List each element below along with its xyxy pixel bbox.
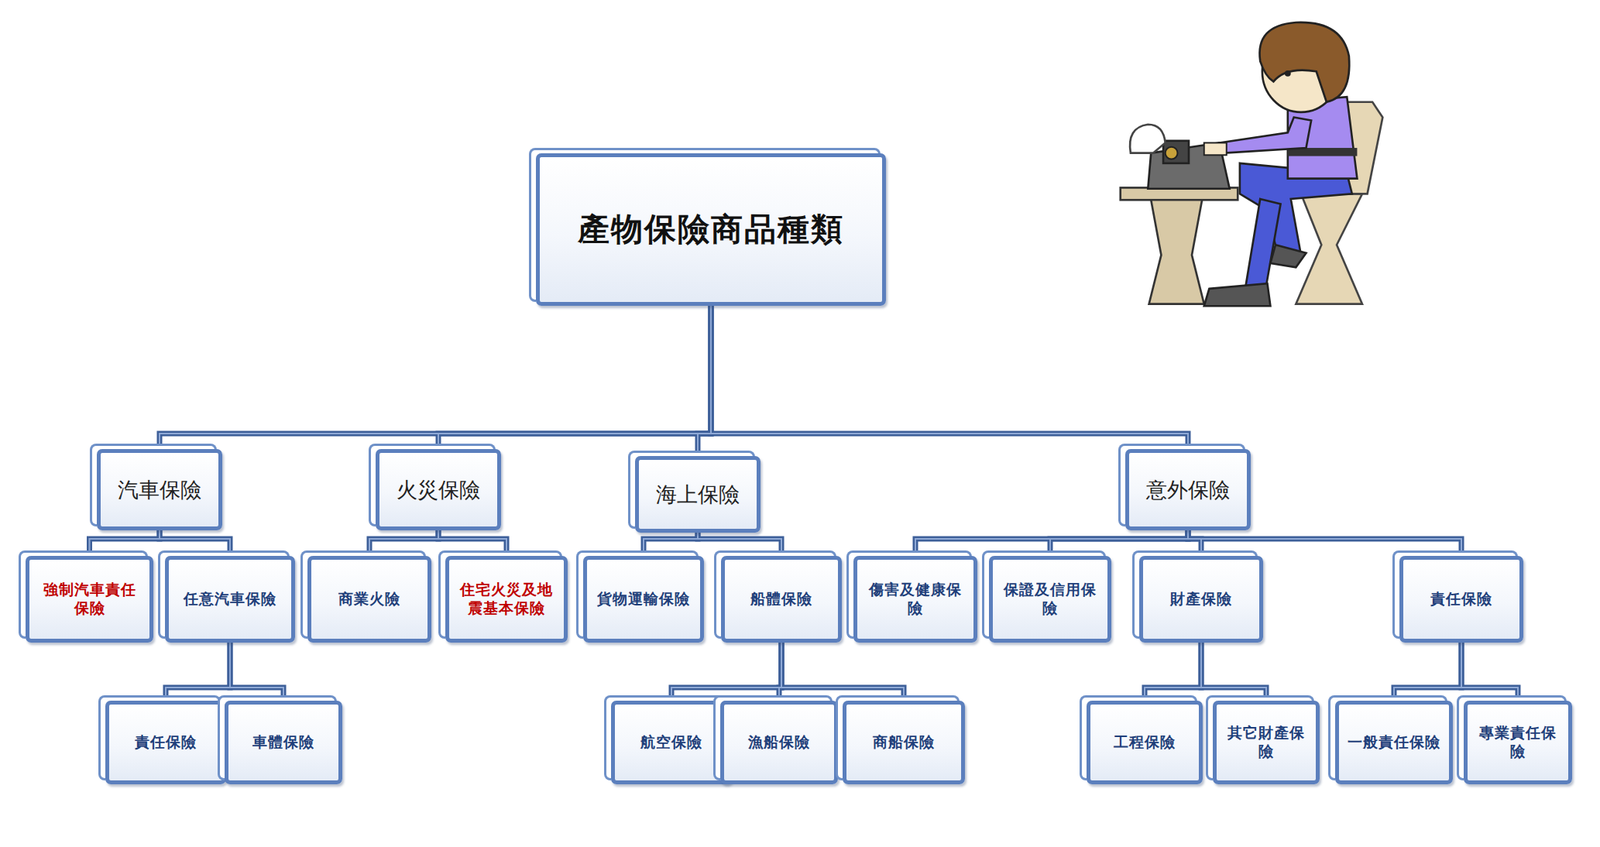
connector-highlight <box>915 530 1188 557</box>
connector-highlight <box>1461 642 1518 701</box>
product-box: 漁船保險 <box>720 700 838 785</box>
connector-highlight <box>165 642 231 701</box>
tree-connector <box>915 530 1188 557</box>
product-box: 一般責任保險 <box>1335 700 1453 785</box>
tree-connector <box>697 532 782 557</box>
tree-connector <box>710 305 1188 450</box>
product-box: 住宅火災及地震基本保險 <box>445 556 568 643</box>
node-label: 火災保險 <box>396 477 481 504</box>
typist-illustration <box>1120 22 1384 306</box>
tree-connector <box>438 305 711 450</box>
product-box: 任意汽車保險 <box>164 556 296 643</box>
connector-highlight <box>697 305 711 457</box>
tree-connector <box>781 642 904 701</box>
node-label: 其它財產保險 <box>1224 724 1309 762</box>
connector-highlight <box>1393 642 1462 701</box>
product-box: 商業火險 <box>307 556 432 643</box>
connector-highlight <box>710 305 1188 450</box>
tree-connector <box>671 642 782 701</box>
product-box: 車體保險 <box>224 700 343 785</box>
connector-highlight <box>1050 530 1188 557</box>
tree-connector <box>1201 642 1267 701</box>
product-box: 工程保險 <box>1086 700 1203 785</box>
connector-highlight <box>671 642 782 701</box>
connector-highlight <box>438 530 507 557</box>
tree-connector <box>89 530 161 557</box>
node-label: 保證及信用保險 <box>1000 580 1100 619</box>
node-label: 產物保險商品種類 <box>577 209 845 250</box>
node-label: 工程保險 <box>1113 733 1176 752</box>
node-label: 專業責任保險 <box>1475 724 1561 762</box>
tree-connector <box>1393 642 1462 701</box>
product-box: 航空保險 <box>611 700 732 785</box>
node-label: 一般責任保險 <box>1347 733 1441 752</box>
node-label: 車體保險 <box>252 733 315 752</box>
node-label: 汽車保險 <box>117 477 202 504</box>
tree-connector <box>1187 530 1462 557</box>
product-box: 保證及信用保險 <box>988 556 1112 643</box>
category-box: 火災保險 <box>375 449 502 531</box>
node-label: 財產保險 <box>1170 590 1233 609</box>
product-box: 傷害及健康保險 <box>853 556 978 643</box>
node-label: 商業火險 <box>338 590 401 609</box>
node-label: 住宅火災及地震基本保險 <box>456 580 557 619</box>
connector-highlight <box>438 305 711 450</box>
tree-connector <box>1461 642 1518 701</box>
connector-highlight <box>159 530 231 557</box>
node-label: 任意汽車保險 <box>183 590 277 609</box>
tree-connector <box>1144 642 1202 701</box>
product-box: 船體保險 <box>721 556 842 643</box>
category-box: 意外保險 <box>1125 449 1251 531</box>
node-label: 傷害及健康保險 <box>865 580 966 619</box>
tree-connector <box>159 530 231 557</box>
root-box: 產物保險商品種類 <box>535 153 886 306</box>
node-label: 責任保險 <box>134 733 197 752</box>
connector-highlight <box>781 642 904 701</box>
connector-highlight <box>1144 642 1202 701</box>
tree-connector <box>230 642 284 701</box>
connector-highlight <box>1201 642 1267 701</box>
tree-connector <box>1050 530 1188 557</box>
product-box: 其它財產保險 <box>1212 700 1320 785</box>
connector-highlight <box>1187 530 1462 557</box>
connector-highlight <box>643 532 698 557</box>
node-label: 航空保險 <box>640 733 703 752</box>
connector-highlight <box>230 642 284 701</box>
product-box: 責任保險 <box>105 700 227 785</box>
node-label: 意外保險 <box>1146 477 1230 504</box>
node-label: 船體保險 <box>750 590 813 609</box>
connector-highlight <box>159 305 711 450</box>
node-label: 漁船保險 <box>748 733 811 752</box>
product-box: 商船保險 <box>842 700 965 785</box>
connector-highlight <box>369 530 439 557</box>
node-label: 強制汽車責任保險 <box>37 580 142 619</box>
connector-highlight <box>1187 530 1202 557</box>
product-box: 強制汽車責任保險 <box>25 556 154 643</box>
tree-connector <box>369 530 439 557</box>
node-label: 商船保險 <box>872 733 935 752</box>
node-label: 責任保險 <box>1430 590 1493 609</box>
product-box: 專業責任保險 <box>1463 700 1573 785</box>
node-label: 海上保險 <box>655 481 740 509</box>
category-box: 海上保險 <box>635 456 761 533</box>
tree-connector <box>438 530 507 557</box>
tree-connector <box>159 305 711 450</box>
node-label: 貨物運輸保險 <box>597 590 691 609</box>
connector-highlight <box>89 530 161 557</box>
product-box: 貨物運輸保險 <box>583 556 704 643</box>
tree-connector <box>165 642 231 701</box>
product-box: 責任保險 <box>1399 556 1524 643</box>
connector-highlight <box>697 532 782 557</box>
category-box: 汽車保險 <box>96 449 223 531</box>
product-box: 財產保險 <box>1139 556 1264 643</box>
tree-connector <box>643 532 698 557</box>
